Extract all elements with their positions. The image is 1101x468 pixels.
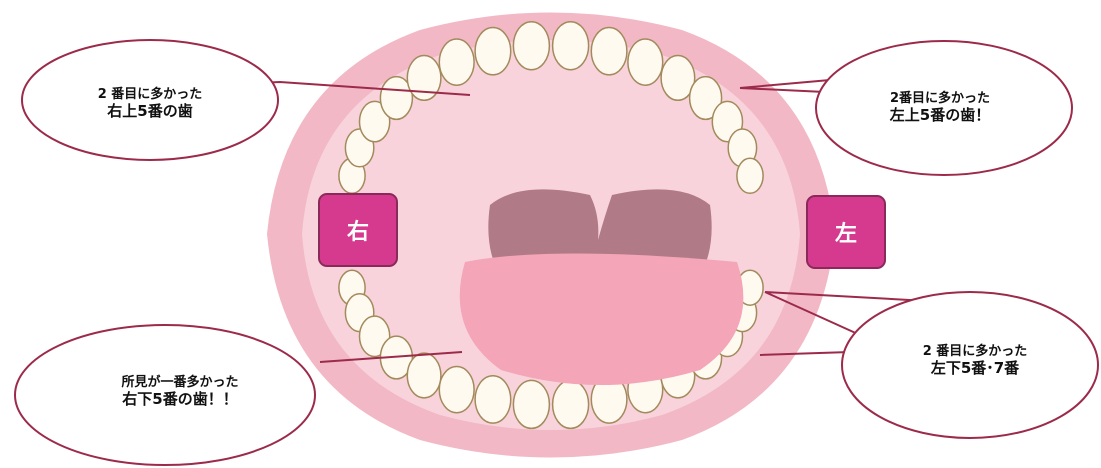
callout-line2: 左上5番の歯！ bbox=[850, 107, 1030, 124]
tooth bbox=[553, 22, 589, 70]
tooth bbox=[475, 28, 511, 75]
callout-line1: 2 番目に多かった bbox=[60, 88, 240, 103]
callout-line2: 右上5番の歯 bbox=[60, 103, 240, 120]
callout-text-lower-left: 2 番目に多かった 左下5番･7番 bbox=[880, 345, 1070, 377]
callout-line2: 左下5番･7番 bbox=[880, 360, 1070, 377]
callout-line1: 2番目に多かった bbox=[850, 92, 1030, 107]
callout-text-lower-right: 所見が一番多かった 右下5番の歯！！ bbox=[70, 376, 290, 408]
tooth bbox=[737, 158, 763, 193]
tooth bbox=[475, 376, 511, 423]
callout-line1: 2 番目に多かった bbox=[880, 345, 1070, 360]
callout-text-upper-left: 2番目に多かった 左上5番の歯！ bbox=[850, 92, 1030, 124]
right-side-label: 右 bbox=[318, 193, 398, 267]
callout-line2: 右下5番の歯！！ bbox=[70, 391, 290, 408]
callout-line1: 所見が一番多かった bbox=[70, 376, 290, 391]
tooth bbox=[513, 380, 549, 428]
tooth bbox=[513, 22, 549, 70]
tooth bbox=[439, 39, 474, 85]
tooth bbox=[553, 380, 589, 428]
left-side-label: 左 bbox=[806, 195, 886, 269]
tongue bbox=[460, 254, 744, 386]
tooth bbox=[628, 39, 663, 85]
tooth bbox=[407, 353, 441, 398]
tooth bbox=[591, 28, 627, 75]
tooth bbox=[439, 367, 474, 413]
callout-text-upper-right: 2 番目に多かった 右上5番の歯 bbox=[60, 88, 240, 120]
